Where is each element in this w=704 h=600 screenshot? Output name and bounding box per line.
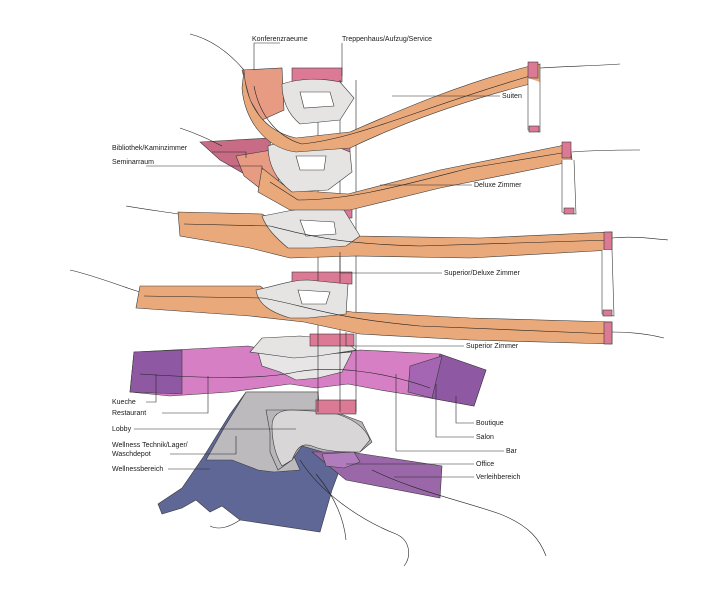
level-deluxe — [179, 127, 641, 211]
leader-bibliothek — [212, 151, 247, 158]
sd-terrain-left — [125, 205, 179, 215]
label-salon: Salon — [476, 434, 494, 441]
sd-midline — [183, 223, 613, 247]
label-superior-deluxe: Superior/Deluxe Zimmer — [444, 270, 521, 277]
shaft-3-cap — [602, 309, 613, 317]
level-superior — [69, 269, 665, 345]
core-block-5 — [309, 333, 355, 347]
label-treppenhaus: Treppenhaus/Aufzug/Service — [342, 36, 432, 43]
leader-lines — [134, 42, 504, 478]
suiten-terrain-right — [539, 63, 621, 69]
level-superior-deluxe — [125, 205, 669, 259]
label-wellness-technik-2: Waschdepot — [112, 451, 151, 458]
leader-seminarraum — [146, 165, 263, 170]
deluxe-terrain-left — [179, 127, 223, 147]
kueche-shape — [129, 349, 183, 395]
superior-terrain-right — [611, 331, 665, 339]
suiten-hole — [299, 91, 335, 109]
sd-end-pink — [603, 231, 613, 251]
label-verleihbereich: Verleihbereich — [476, 474, 520, 481]
level-restaurant — [129, 335, 487, 407]
label-wellnessbereich: Wellnessbereich — [112, 466, 163, 473]
lobby-inner-grey — [271, 409, 371, 467]
label-boutique: Boutique — [476, 420, 504, 427]
leader-boutique — [455, 396, 474, 424]
label-superior: Superior Zimmer — [466, 343, 519, 350]
label-seminarraum: Seminarraum — [112, 159, 154, 166]
terrain-line-4 — [209, 519, 241, 529]
superior-end-pink — [603, 321, 613, 345]
superior-hole — [297, 289, 331, 305]
salon-shape — [407, 355, 443, 399]
leader-kueche — [146, 374, 157, 403]
sd-terrain-right — [611, 236, 669, 241]
terrain-line-2 — [315, 473, 347, 541]
leader-wellness-technik — [170, 436, 237, 455]
leader-superior-deluxe — [339, 252, 442, 274]
label-konferenzraeume: Konferenzraeume — [252, 36, 308, 43]
label-kueche: Kueche — [112, 399, 136, 406]
leader-konferenzraeume — [253, 42, 280, 70]
leader-salon — [435, 384, 474, 438]
label-suiten: Suiten — [502, 93, 522, 100]
label-bibliothek: Bibliothek/Kaminzimmer — [112, 145, 188, 152]
shaft-2 — [561, 159, 577, 215]
label-bar: Bar — [506, 448, 518, 455]
label-office: Office — [476, 461, 494, 468]
terrain-line-3 — [371, 469, 547, 557]
suiten-floor — [241, 63, 541, 153]
deluxe-end-pink — [561, 141, 572, 159]
superior-floor — [135, 285, 613, 345]
shaft-2-cap — [563, 207, 575, 215]
labels: Konferenzraeume Treppenhaus/Aufzug/Servi… — [112, 36, 522, 481]
suiten-midline — [253, 75, 531, 145]
core-block-6 — [315, 399, 357, 415]
deluxe-terrain-right — [571, 149, 641, 153]
restaurant-curve — [139, 369, 431, 389]
deluxe-hole — [295, 155, 327, 171]
deluxe-midline — [269, 151, 569, 201]
superior-terrain-left — [69, 269, 141, 293]
label-wellness-technik-1: Wellness Technik/Lager/ — [112, 442, 188, 449]
shaft-1 — [527, 78, 541, 133]
shaft-3 — [601, 249, 615, 317]
level-wellness — [157, 391, 547, 567]
leader-restaurant — [162, 376, 209, 414]
leader-superior — [345, 332, 464, 347]
label-restaurant: Restaurant — [112, 410, 146, 417]
superior-midline — [143, 295, 613, 335]
level-suiten — [189, 33, 621, 153]
right-shafts — [527, 78, 615, 317]
leader-bar — [395, 374, 504, 452]
suiten-terrain-left — [189, 33, 245, 71]
terrain-line-1 — [299, 459, 409, 567]
suiten-end-pink — [527, 61, 539, 79]
label-lobby: Lobby — [112, 426, 132, 433]
label-deluxe: Deluxe Zimmer — [474, 182, 522, 189]
superior-deluxe-floor — [177, 211, 613, 259]
shaft-1-cap — [528, 125, 540, 133]
sd-hole — [299, 219, 337, 237]
